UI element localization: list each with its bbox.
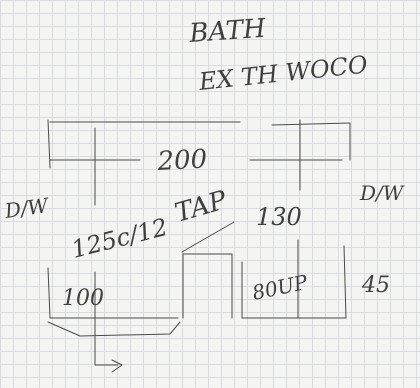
- vanity-left-edge: [47, 267, 51, 319]
- note-extension: EX TH WOCO: [197, 50, 370, 96]
- note-bath: BATH: [187, 14, 268, 49]
- shelf-label: 80UP: [250, 270, 310, 305]
- dimension-width: 200: [156, 144, 208, 177]
- shelf-right-edge: [343, 245, 347, 319]
- dimension-bottom-width: 100: [62, 286, 104, 311]
- tap-stroke: [181, 221, 235, 253]
- bath-left-edge: [47, 119, 51, 169]
- label-dw-left: D/W: [2, 193, 51, 223]
- vanity-drop-line: [94, 271, 119, 366]
- label-tap: TAP: [172, 185, 231, 228]
- vanity-bowl: [47, 321, 181, 337]
- bath-top-edge-right: [271, 122, 351, 126]
- dimension-side-height: 45: [361, 273, 390, 298]
- label-dw-right: D/W: [359, 181, 405, 205]
- dimension-left-height: 125c/12: [69, 213, 171, 264]
- arrow-head: [111, 359, 123, 373]
- dimension-centre-height: 130: [256, 203, 302, 231]
